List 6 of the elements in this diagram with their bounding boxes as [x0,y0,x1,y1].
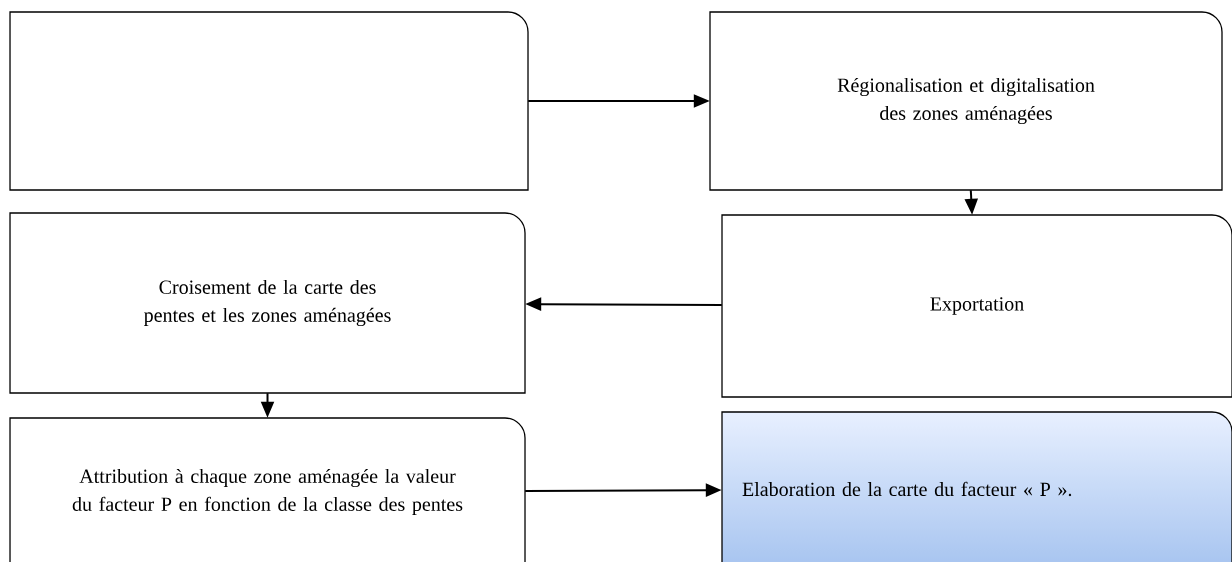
process-box: Elaboration de la carte du facteur « P ». [721,411,1232,562]
process-box: Exportation [721,214,1232,398]
process-box: Régionalisation et digitalisation des zones aménagées [709,11,1223,191]
process-box: Croisement de la carte des pentes et les zones aménagées [9,212,526,394]
empty-box [9,11,529,191]
process-box: Attribution à chaque zone aménagée la valeur du facteur P en fonction de la classe des pentes [9,417,526,562]
